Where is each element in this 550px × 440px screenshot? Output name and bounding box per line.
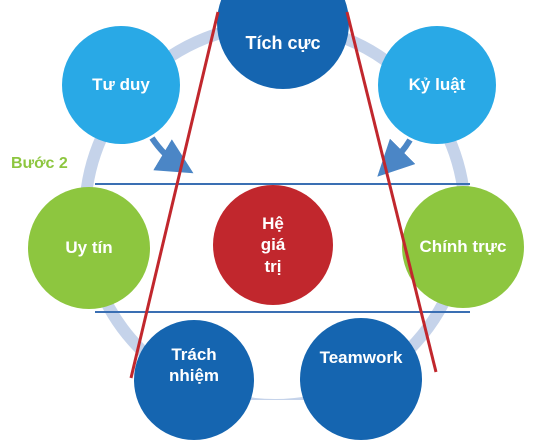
node-tich-cuc-label: Tích cực — [245, 32, 321, 53]
he-gia-tri-line-1: Hệ — [262, 214, 284, 234]
trach-nhiem-line-2: nhiệm — [168, 366, 220, 385]
he-gia-tri-line-2: giá — [260, 235, 286, 255]
node-chinh-truc: Chính trực — [402, 186, 524, 308]
node-teamwork-label: Teamwork — [319, 348, 403, 368]
node-trach-nhiem-text: Trách nhiệm — [169, 344, 219, 387]
node-he-gia-tri: Hệ giá trị — [213, 185, 333, 305]
node-ky-luat-label: Kỷ luật — [408, 75, 466, 95]
node-uy-tin-label: Uy tín — [65, 238, 113, 258]
he-gia-tri-line-3: trị — [264, 256, 282, 276]
trach-nhiem-line-1: Trách — [171, 344, 217, 364]
node-uy-tin: Uy tín — [28, 187, 150, 309]
node-ky-luat: Kỷ luật — [378, 26, 496, 144]
node-chinh-truc-label: Chính trực — [419, 237, 507, 257]
step-label: Bước 2 — [11, 155, 68, 172]
node-tu-duy-label: Tư duy — [92, 75, 150, 95]
node-teamwork: Teamwork — [300, 318, 422, 440]
node-tu-duy: Tư duy — [62, 26, 180, 144]
values-diagram: Tích cực Tư duy Kỷ luật Bước 2 Uy tín Hệ… — [11, 0, 524, 440]
arrow-right-icon — [377, 138, 416, 177]
arrow-left-icon — [149, 136, 194, 174]
node-he-gia-tri-text: Hệ giá trị — [261, 213, 286, 277]
node-trach-nhiem: Trách nhiệm — [134, 320, 254, 440]
